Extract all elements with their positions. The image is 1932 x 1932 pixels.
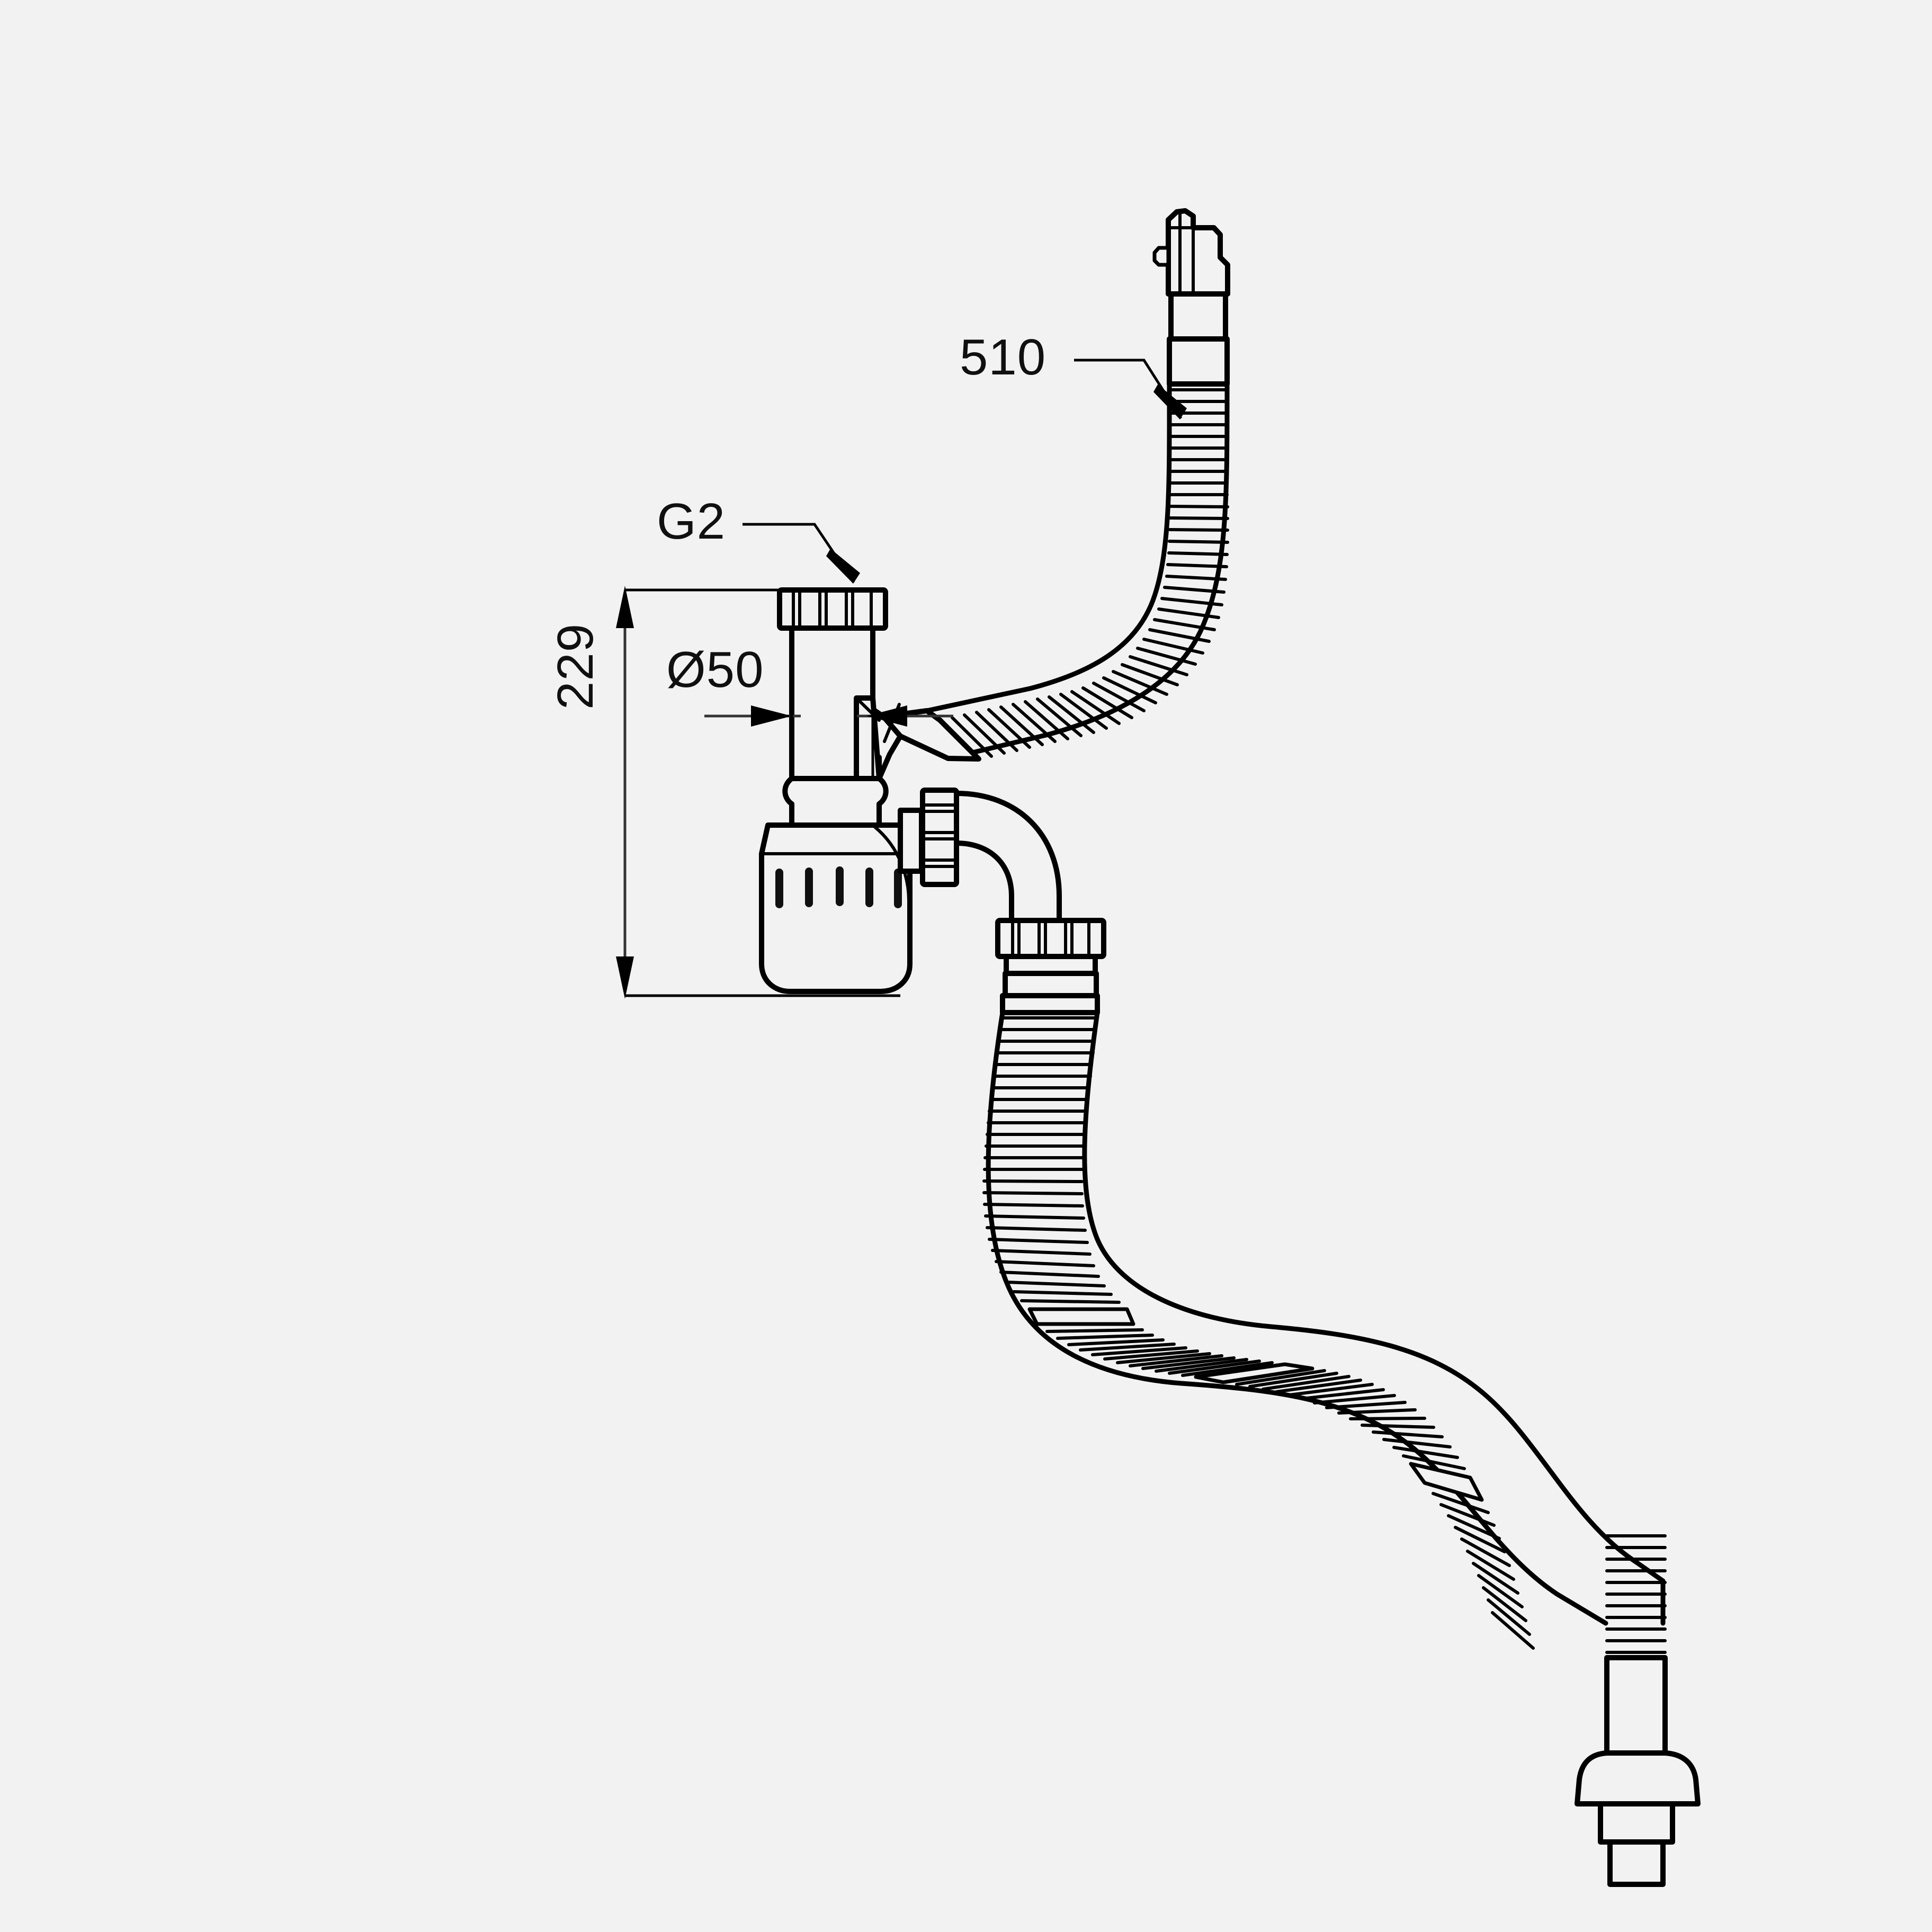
trap-inlet-tube bbox=[789, 625, 882, 781]
dimension-label-g2: G2 bbox=[657, 493, 726, 550]
trap-bowl bbox=[759, 822, 913, 994]
trap-outlet-neck bbox=[898, 808, 924, 874]
trap-top-knurled-collar bbox=[777, 587, 888, 631]
trap-outlet-nut bbox=[920, 788, 959, 887]
trap-bead-ring bbox=[782, 776, 889, 828]
dimension-leader-510 bbox=[1074, 359, 1187, 419]
lower-hose-end-spigot bbox=[1598, 1801, 1675, 1887]
lower-hose-end-tube bbox=[1604, 1655, 1668, 1756]
upper-hose-collar bbox=[1167, 291, 1230, 387]
trap-outlet-elbow bbox=[954, 791, 1062, 924]
lower-hose-end-skirt bbox=[1575, 1750, 1701, 1806]
dimension-label-510: 510 bbox=[960, 329, 1046, 386]
upper-hose-assembly bbox=[854, 208, 1230, 781]
dimension-label-diameter-50: Ø50 bbox=[666, 641, 764, 698]
dimension-leader-g2 bbox=[743, 523, 860, 584]
dimension-label-229: 229 bbox=[547, 623, 604, 710]
lower-hose-nut bbox=[995, 918, 1106, 959]
upper-hose-end-fitting bbox=[1152, 208, 1230, 297]
lower-hose-assembly bbox=[982, 918, 1701, 1887]
lower-hose-mid-band-1 bbox=[1027, 1307, 1135, 1326]
bottle-trap-body bbox=[759, 587, 1062, 994]
lower-corrugated-hose bbox=[982, 1010, 1667, 1654]
dimension-diameter-50 bbox=[704, 628, 953, 779]
lower-hose-upper-band bbox=[1000, 954, 1100, 1015]
trap-bowl-grip-slots bbox=[775, 866, 902, 908]
dimension-height-229 bbox=[616, 586, 900, 999]
